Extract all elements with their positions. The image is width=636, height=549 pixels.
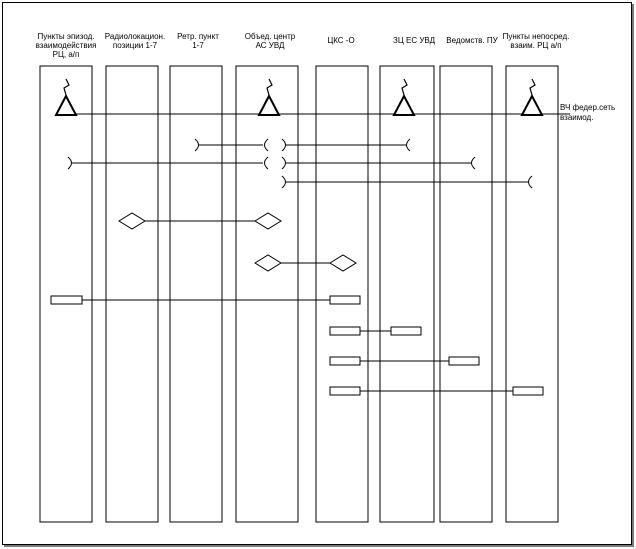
column-label-c8: Пункты непосред. взаим. РЦ а/п [502,32,570,50]
column-label-c6: ЗЦ ЕС УВД [393,36,435,45]
column-label-c2: Радиолокацион. позиции 1-7 [104,32,166,50]
hf-antenna-icon [54,78,78,116]
column-label-c5: ЦКС -О [327,36,355,45]
column-label-c4: Объед. центр АС УВД [244,32,296,50]
hf-network-label: ВЧ федер.сеть взаимод. [560,103,616,122]
column-c5 [315,65,369,523]
arc-link [281,175,533,189]
diamond-link [118,212,282,230]
rect-link [50,295,361,305]
column-c2 [105,65,159,523]
column-c6 [379,65,435,523]
rect-link [329,326,422,336]
column-label-c1: Пункты эпизод. взаимодействия РЦ, а/п [35,32,97,59]
column-c8 [505,65,559,523]
rect-link [329,356,480,366]
column-c7 [439,65,493,523]
diamond-link [254,254,357,272]
column-label-c3: Ретр. пункт 1-7 [177,32,219,50]
arc-link [194,138,269,152]
hf-antenna-icon [257,78,281,116]
column-c4 [235,65,299,523]
arc-link [67,156,269,170]
column-label-c7: Ведомств. ПУ [446,36,498,45]
column-c3 [169,65,223,523]
hf-antenna-icon [520,78,544,116]
arc-link [281,138,411,152]
diagram-frame [2,2,632,545]
rect-link [329,386,544,396]
hf-antenna-icon [392,78,416,116]
arc-link [281,156,476,170]
column-c1 [39,65,93,523]
